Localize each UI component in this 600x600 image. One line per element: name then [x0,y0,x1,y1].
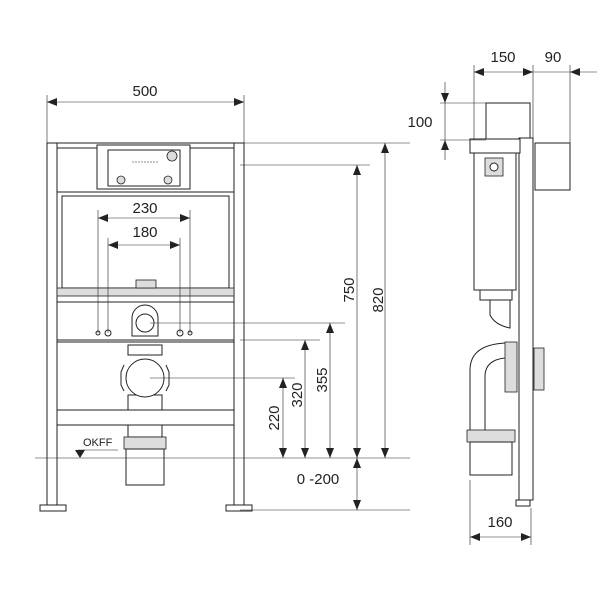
dim-500-label: 500 [132,83,157,100]
rear-box [534,142,571,191]
dimension-150-90: 150 90 [473,49,597,190]
dim-90-label: 90 [545,49,562,66]
side-view: 150 90 100 160 [407,49,597,545]
height-dimensions: 820 750 355 320 220 0 -200 [150,142,410,510]
dim-180-label: 180 [132,224,157,241]
dim-750-label: 750 [341,277,358,302]
okff-label: OKFF [83,437,113,449]
side-rail [518,137,534,501]
floor-marker: OKFF [35,437,410,511]
drain-connection [120,344,170,486]
dim-160-label: 160 [487,514,512,531]
dim-355-label: 355 [314,367,331,392]
dim-100-label: 100 [407,114,432,131]
dim-150-label: 150 [490,49,515,66]
dim-820-label: 820 [370,287,387,312]
leg-adjust-label: 0 -200 [297,471,340,488]
dimension-230: 230 180 [97,200,191,333]
dim-230-label: 230 [132,200,157,217]
front-view: 500 230 180 OKFF 820 750 355 320 220 0 -… [35,83,410,512]
flush-box [96,144,191,190]
dimension-160: 160 [469,480,532,545]
dimension-100: 100 [407,82,486,160]
top-box [485,102,531,141]
dimension-500: 500 [46,83,245,143]
dim-320-label: 320 [289,382,306,407]
dim-220-label: 220 [266,405,283,430]
